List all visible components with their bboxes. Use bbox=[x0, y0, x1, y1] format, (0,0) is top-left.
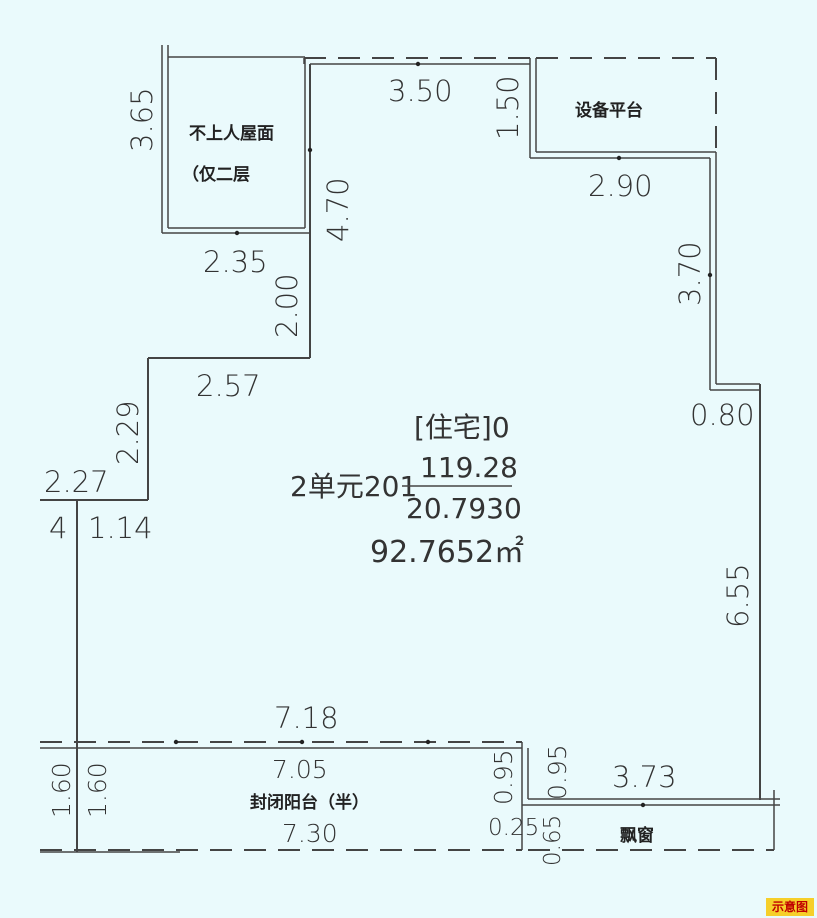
dim-2-27: 2.27 bbox=[44, 465, 109, 499]
dim-0-25: 0.25 bbox=[488, 815, 539, 841]
dim-3-70: 3.70 bbox=[673, 241, 707, 306]
unit-label: 2单元201 bbox=[290, 470, 417, 503]
apartment-walls bbox=[40, 57, 780, 853]
dim-7-05: 7.05 bbox=[272, 755, 328, 784]
dim-0-95-right: 0.95 bbox=[543, 744, 572, 800]
dim-7-30: 7.30 bbox=[282, 819, 338, 848]
dim-1-60-right: 1.60 bbox=[83, 762, 112, 818]
dim-4-70: 4.70 bbox=[321, 177, 355, 242]
roof-label: 不上人屋面 bbox=[189, 124, 274, 144]
dim-3-73: 3.73 bbox=[612, 760, 677, 794]
marker-dots bbox=[173, 61, 713, 808]
dim-2-29: 2.29 bbox=[111, 400, 145, 465]
dim-0-95-left: 0.95 bbox=[489, 749, 518, 805]
dim-1-60-left: 1.60 bbox=[47, 762, 76, 818]
dim-2-90: 2.90 bbox=[588, 169, 653, 203]
dim-1-50: 1.50 bbox=[491, 75, 525, 140]
dim-7-18: 7.18 bbox=[274, 701, 339, 735]
equipment-platform-label: 设备平台 bbox=[575, 100, 643, 121]
shared-area: 20.7930 bbox=[406, 492, 522, 525]
dim-0-65: 0.65 bbox=[540, 815, 566, 866]
balcony-label: 封闭阳台（半） bbox=[250, 792, 369, 813]
net-area: 92.7652㎡ bbox=[370, 535, 524, 570]
gross-area: 119.28 bbox=[420, 451, 518, 484]
dim-4: 4 bbox=[49, 511, 67, 545]
room-type-label: [住宅]0 bbox=[414, 411, 510, 444]
bay-window-label: 飘窗 bbox=[620, 825, 654, 846]
dim-2-00: 2.00 bbox=[270, 273, 304, 338]
dim-3-50: 3.50 bbox=[388, 74, 453, 108]
dim-2-35: 2.35 bbox=[203, 245, 268, 279]
schematic-badge: 示意图 bbox=[766, 898, 814, 916]
dim-3-65: 3.65 bbox=[125, 87, 159, 152]
dim-0-80: 0.80 bbox=[690, 398, 755, 432]
dim-6-55: 6.55 bbox=[721, 563, 755, 628]
roof-note: （仅二层 bbox=[182, 164, 250, 185]
dim-2-57: 2.57 bbox=[196, 369, 261, 403]
dim-1-14: 1.14 bbox=[88, 511, 153, 545]
